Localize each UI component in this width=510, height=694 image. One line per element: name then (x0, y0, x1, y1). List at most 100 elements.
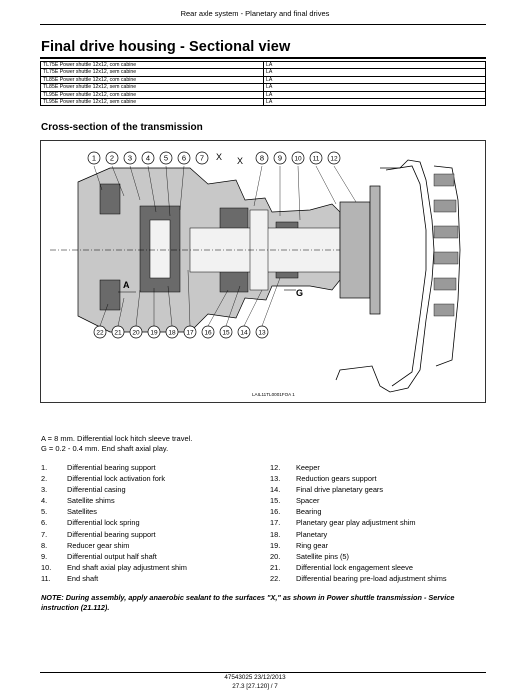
legend-text: Final drive planetary gears (296, 485, 384, 495)
legend-text: Differential bearing pre-load adjustment… (296, 573, 447, 583)
legend-item: 22. Differential bearing pre-load adjustm… (270, 573, 447, 584)
legend-number: 18. (270, 529, 281, 539)
legend-item: 17.Planetary gear play adjustment shim (270, 517, 447, 528)
legend-text: Satellite shims (67, 496, 115, 506)
callout-number: 3 (128, 154, 132, 163)
legend-number: 19. (270, 540, 281, 550)
code-cell: LA (263, 60, 486, 70)
callout-circle (147, 325, 161, 339)
legend-number: 12. (270, 463, 281, 472)
legend-text: Bearing (296, 507, 322, 517)
callout-number: 13 (258, 330, 266, 337)
legend-text: Reduction gears support (296, 474, 377, 484)
legend-item: 14.Final drive planetary gears (270, 484, 447, 495)
callout-circle (111, 325, 125, 339)
callout-number: 2 (110, 154, 114, 163)
legend-number: 1. (41, 463, 48, 472)
footer-page: 27.3 [27.120] / 7 (232, 683, 278, 690)
marker-g: G (296, 288, 303, 298)
callout-circle (219, 325, 233, 339)
code-cell: LA (263, 75, 486, 85)
callout-circle (201, 325, 215, 339)
legend-item: 13. Reduction gears support (270, 473, 447, 484)
legend-number: 6. (41, 518, 48, 528)
callout-number: 9 (278, 154, 282, 163)
legend-text: Differential bearing support (67, 529, 156, 539)
legend-text: Differential lock spring (67, 518, 140, 528)
callout-number: 8 (260, 154, 264, 163)
legend-item: 12.Keeper (270, 462, 447, 473)
callout-circle (141, 151, 155, 165)
legend-number: 4. (41, 496, 48, 506)
legend-text: Differential output half shaft (67, 551, 157, 561)
legend-item: 18.Planetary (270, 529, 447, 540)
callout-circle (327, 151, 341, 165)
model-cell: TL75E Power shuttle 12x12, com cabine (40, 60, 264, 70)
model-cell: TL75E Power shuttle 12x12, sem cabine (40, 68, 264, 77)
legend-text: Ring gear (296, 540, 329, 550)
legend-text: Satellites (67, 507, 97, 517)
spec-a: A = 8 mm. Differential lock hitch sleeve… (41, 434, 193, 443)
legend-item: 3. Differential casing (41, 484, 187, 495)
callout-number: 12 (330, 156, 338, 163)
legend-text: Differential lock activation fork (67, 474, 166, 484)
legend-item: 6. Differential lock spring (41, 517, 187, 528)
legend-text: End shaft axial play adjustment shim (67, 562, 187, 572)
callout-circle (177, 151, 191, 165)
spec-g: G = 0.2 - 0.4 mm. End shaft axial play. (41, 444, 169, 453)
legend-text: Spacer (296, 496, 320, 506)
legend-item: 4. Satellite shims (41, 495, 187, 506)
legend-item: 5.Satellites (41, 506, 187, 517)
callout-number: 5 (164, 154, 168, 163)
legend-number: 9. (41, 551, 48, 561)
assembly-note: NOTE: During assembly, apply anaerobic s… (41, 593, 487, 612)
callout-number: 11 (313, 156, 320, 163)
model-cell: TL95E Power shuttle 12x12, sem cabine (40, 98, 264, 107)
legend-number: 8. (41, 540, 48, 550)
legend-item: 15. Spacer (270, 495, 447, 506)
legend-text: Differential bearing support (67, 463, 156, 472)
header-rule (40, 24, 486, 25)
legend-item: 9. Differential output half shaft (41, 551, 187, 562)
legend-number: 15. (270, 496, 281, 506)
specs: A = 8 mm. Differential lock hitch sleeve… (41, 434, 192, 454)
callout-number: 15 (222, 330, 230, 337)
callout-circle (195, 151, 209, 165)
section-title: Cross-section of the transmission (41, 122, 203, 133)
legend-item: 7.Differential bearing support (41, 529, 187, 540)
legend-item: 16.Bearing (270, 506, 447, 517)
model-cell: TL95E Power shuttle 12x12, com cabine (40, 90, 264, 100)
callout-circle (159, 151, 173, 165)
legend-text: Differential casing (67, 485, 126, 495)
callout-number: 4 (146, 154, 150, 163)
callout-circle (255, 151, 269, 165)
marker-x-left: X (216, 152, 222, 162)
callout-circle (237, 325, 251, 339)
callout-circle (93, 325, 107, 339)
legend-number: 22. (270, 573, 281, 583)
callout-circle (255, 325, 269, 339)
code-cell: LA (263, 98, 486, 107)
callout-number: 19 (150, 330, 158, 337)
legend-text: End shaft (67, 573, 99, 583)
footer-rule (40, 672, 486, 673)
callout-number: 22 (96, 330, 104, 337)
running-header: Rear axle system - Planetary and final d… (180, 9, 330, 18)
note-label: NOTE: (41, 593, 64, 602)
legend-number: 3. (41, 485, 48, 495)
callout-number: 21 (114, 330, 122, 337)
legend-number: 17. (270, 518, 281, 528)
legend-number: 21. (270, 562, 281, 572)
legend-number: 20. (270, 551, 281, 561)
callout-number: 20 (132, 330, 140, 337)
legend-number: 11. (41, 573, 51, 583)
callout-number: 14 (240, 330, 248, 337)
legend-item: 20.Satellite pins (5) (270, 551, 447, 562)
figure-code: LAIL11TL0001FOA 1 (252, 392, 295, 397)
model-cell: TL85E Power shuttle 12x12, com cabine (40, 75, 264, 85)
legend-number: 13. (270, 474, 281, 484)
